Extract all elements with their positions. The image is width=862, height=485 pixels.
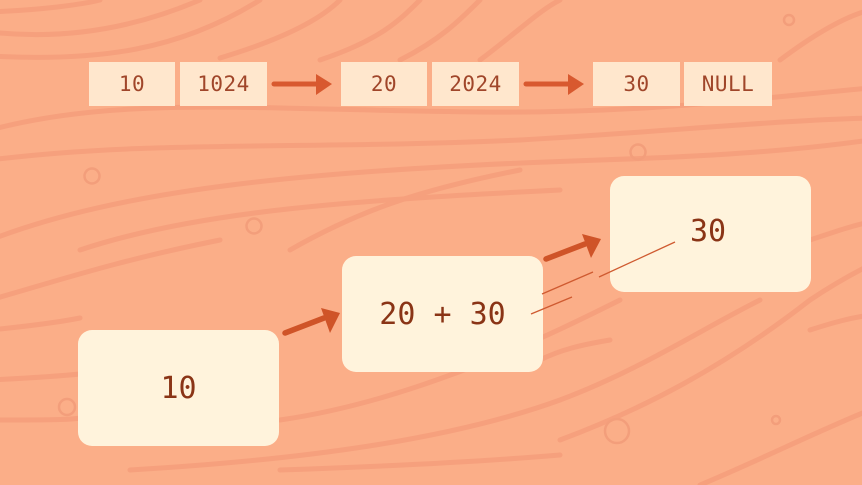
card-20-plus-30: 20 + 30	[342, 256, 543, 372]
node-3-next-cell: NULL	[684, 62, 772, 106]
card-30-label: 30	[690, 214, 727, 249]
card-20-plus-30-label: 20 + 30	[379, 296, 506, 332]
node-2-next-cell: 2024	[432, 62, 519, 106]
node-3-value-cell: 30	[593, 62, 680, 106]
card-10-label: 10	[160, 370, 197, 406]
card-10: 10	[78, 330, 279, 446]
node-1-next-cell: 1024	[180, 62, 267, 106]
node-2-value-cell: 20	[341, 62, 427, 106]
node-1-value-cell: 10	[89, 62, 175, 106]
card-30: 30	[610, 176, 811, 292]
